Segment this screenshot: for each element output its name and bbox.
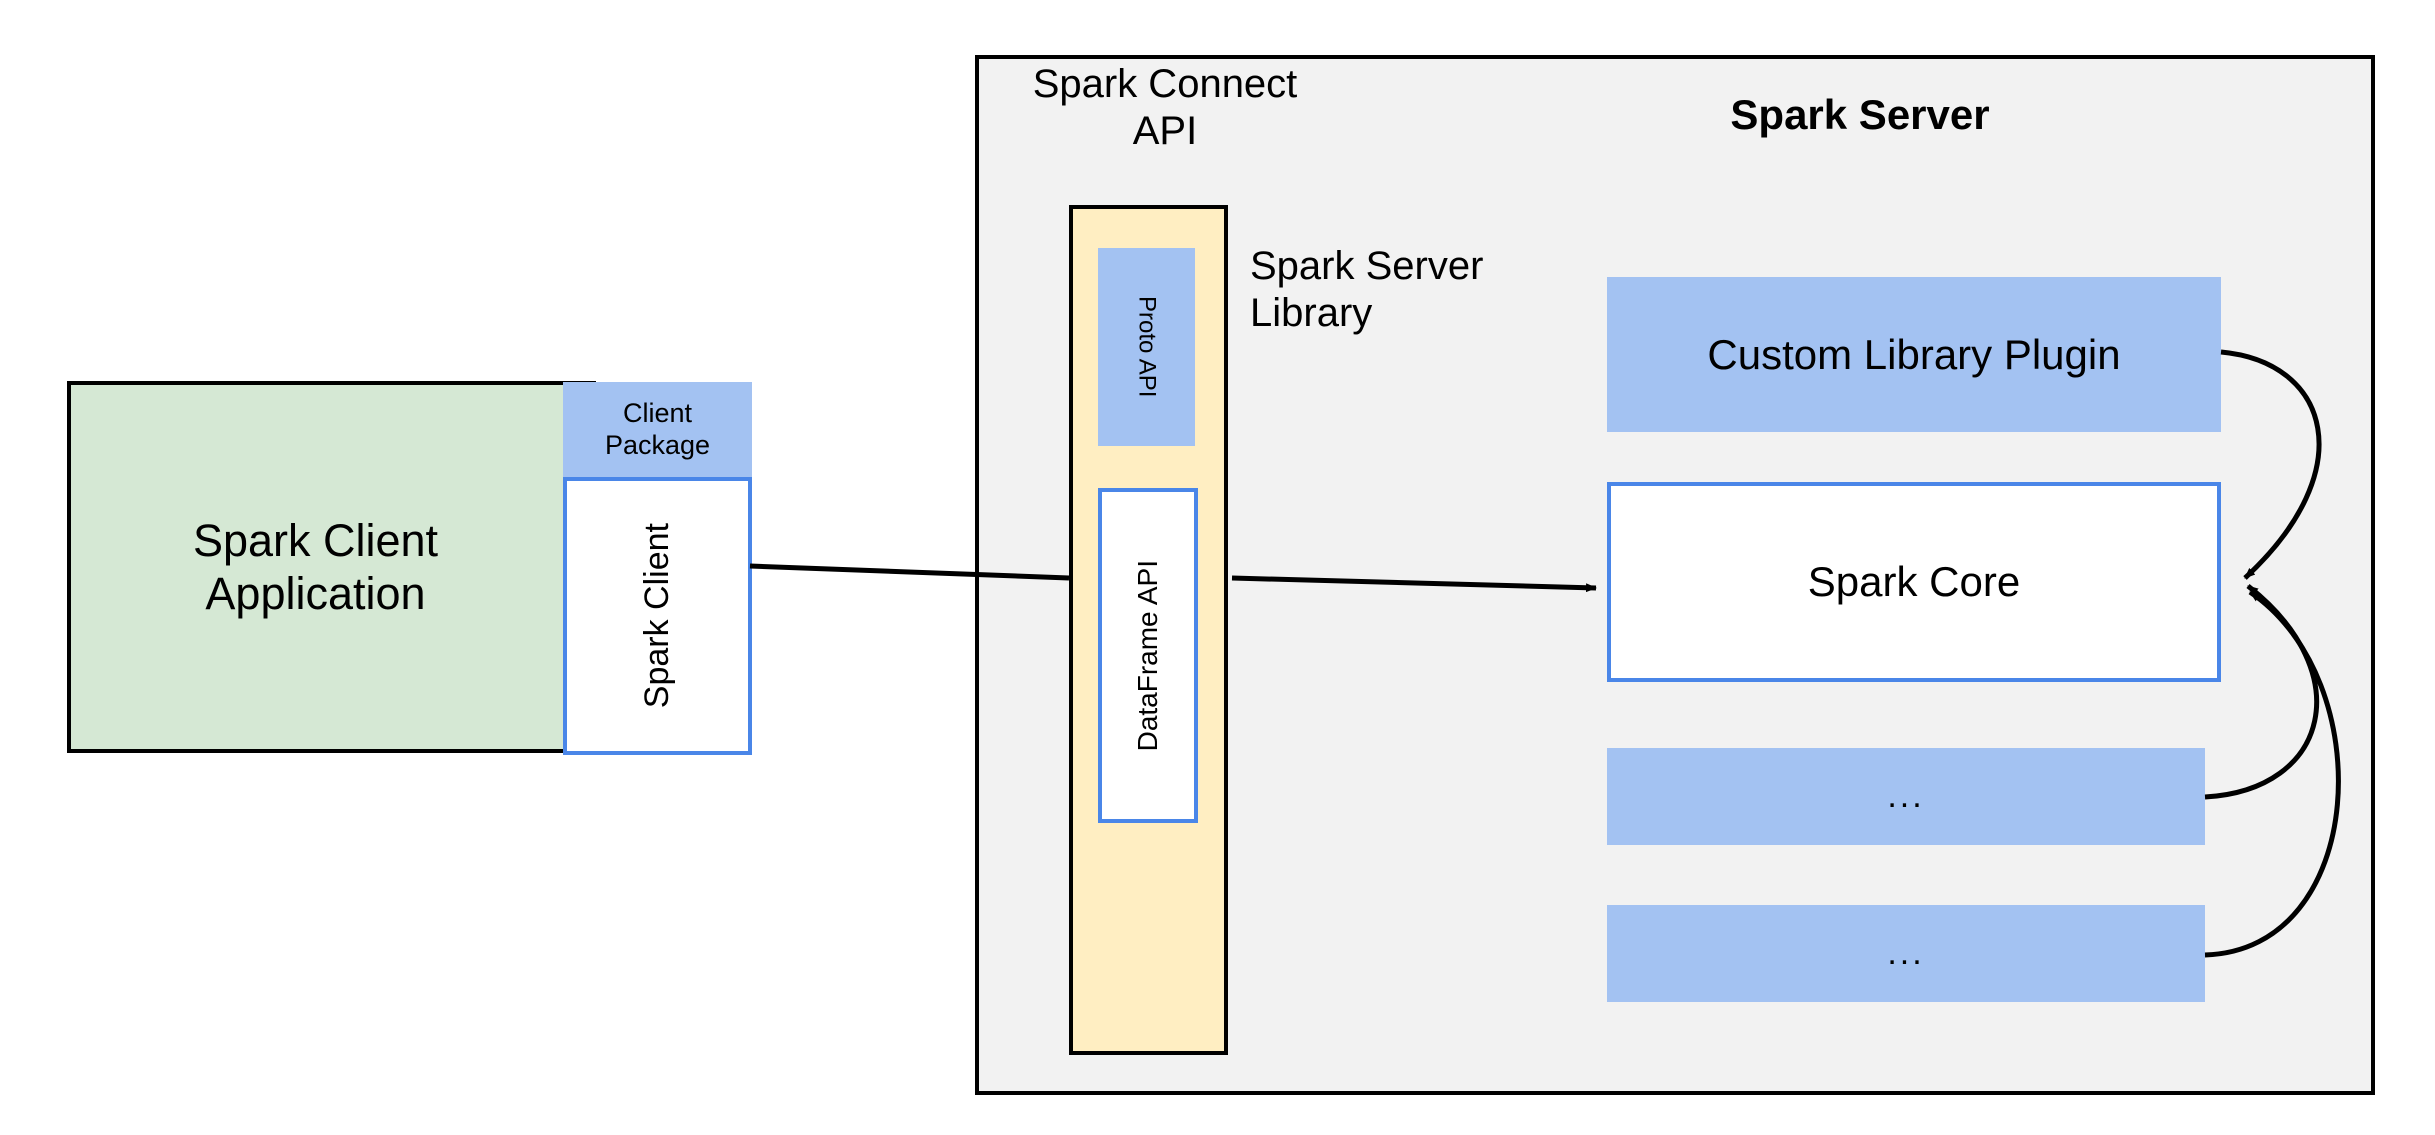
- proto-api-text: Proto API: [1133, 296, 1161, 398]
- dataframe-api-box[interactable]: [1098, 488, 1198, 823]
- placeholder-component-label-2: ...: [1887, 934, 1925, 973]
- placeholder-component-box-1[interactable]: [1607, 748, 2205, 845]
- spark-server-library-label: Spark Server Library: [1250, 243, 1484, 335]
- spark-client-box[interactable]: [563, 477, 752, 755]
- spark-core-label: Spark Core: [1807, 558, 2021, 606]
- spark-client-label: Spark Client: [563, 477, 752, 755]
- dataframe-api-label: DataFrame API: [1098, 488, 1198, 823]
- spark-connect-api-label: Spark Connect API: [1032, 61, 1298, 153]
- client-package-box[interactable]: [563, 382, 752, 477]
- proto-api-label: Proto API: [1098, 248, 1195, 446]
- spark-core-box[interactable]: [1607, 482, 2221, 682]
- client-package-label: Client Package: [604, 397, 711, 460]
- spark-client-application-label: Spark Client Application: [192, 514, 439, 619]
- custom-library-plugin-label: Custom Library Plugin: [1707, 330, 2121, 378]
- spark-client-text: Spark Client: [638, 523, 677, 709]
- custom-library-plugin-box[interactable]: [1607, 277, 2221, 432]
- placeholder-component-label-1: ...: [1887, 777, 1925, 816]
- placeholder-component-box-2[interactable]: [1607, 905, 2205, 1002]
- dataframe-api-text: DataFrame API: [1132, 559, 1164, 752]
- spark-server-title: Spark Server: [1730, 91, 1990, 139]
- proto-api-box[interactable]: [1098, 248, 1195, 446]
- spark-client-application-box[interactable]: [67, 381, 596, 753]
